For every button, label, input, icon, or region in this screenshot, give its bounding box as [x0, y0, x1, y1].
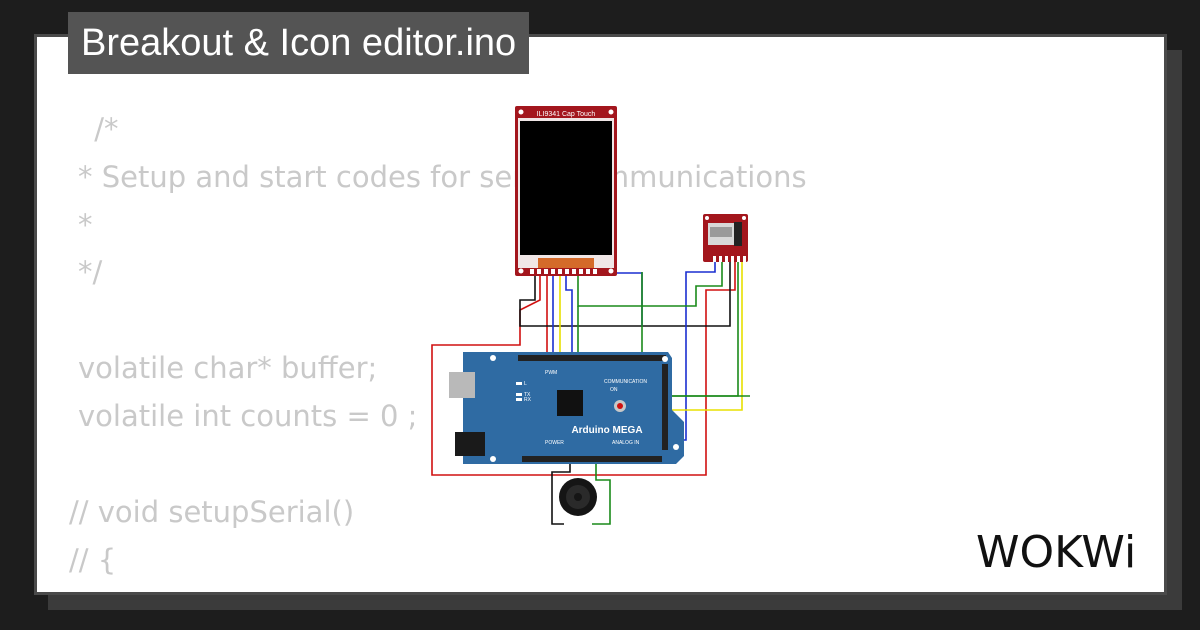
sd-card-module[interactable] — [703, 214, 748, 262]
sd-pins — [713, 256, 746, 262]
communication-label: COMMUNICATION — [604, 379, 647, 385]
power-jack — [455, 432, 485, 456]
project-title: Breakout & Icon editor.ino — [68, 12, 530, 74]
wire-black — [551, 464, 571, 525]
code-line: volatile int counts = 0 ; — [78, 399, 418, 433]
analog-label: ANALOG IN — [612, 440, 640, 446]
code-line: /* — [85, 112, 119, 146]
wire-blue — [597, 272, 643, 326]
power-label: POWER — [545, 440, 564, 446]
code-line: // Serial.begin(... — [69, 583, 346, 592]
pwm-label: PWM — [545, 370, 557, 376]
display-label: ILI9341 Cap Touch — [537, 111, 596, 118]
ili9341-display[interactable]: ILI9341 Cap Touch — [515, 106, 617, 276]
code-line: // { — [69, 543, 117, 577]
wokwi-logo: WOKWi — [976, 527, 1136, 577]
buzzer[interactable] — [559, 478, 597, 516]
rx-led-label: RX — [524, 397, 532, 403]
wokwi-logo-text: WOKWi — [976, 527, 1136, 577]
analog-header — [522, 456, 662, 462]
side-header — [662, 364, 668, 450]
code-line: */ — [78, 255, 103, 289]
l-led-label: L — [524, 381, 527, 387]
code-line: * — [78, 208, 93, 242]
wire-red — [431, 262, 736, 476]
wire-black — [519, 262, 731, 327]
display-pins — [530, 269, 597, 274]
usb-port — [449, 372, 475, 398]
wire-green — [592, 464, 611, 525]
arduino-mega-board[interactable]: L TX RX ON PWM COMMUNICATION POWER ANALO… — [449, 352, 684, 464]
reset-button-cap — [617, 403, 623, 409]
arduino-label: Arduino MEGA — [571, 425, 642, 436]
code-line: volatile char* buffer; — [78, 351, 378, 385]
wire-green — [577, 262, 723, 307]
tx-led-label: TX — [524, 392, 531, 398]
on-led-label: ON — [610, 387, 618, 393]
code-line: // void setupSerial() — [69, 495, 355, 529]
digital-header — [518, 355, 666, 361]
mcu-chip — [557, 390, 583, 416]
